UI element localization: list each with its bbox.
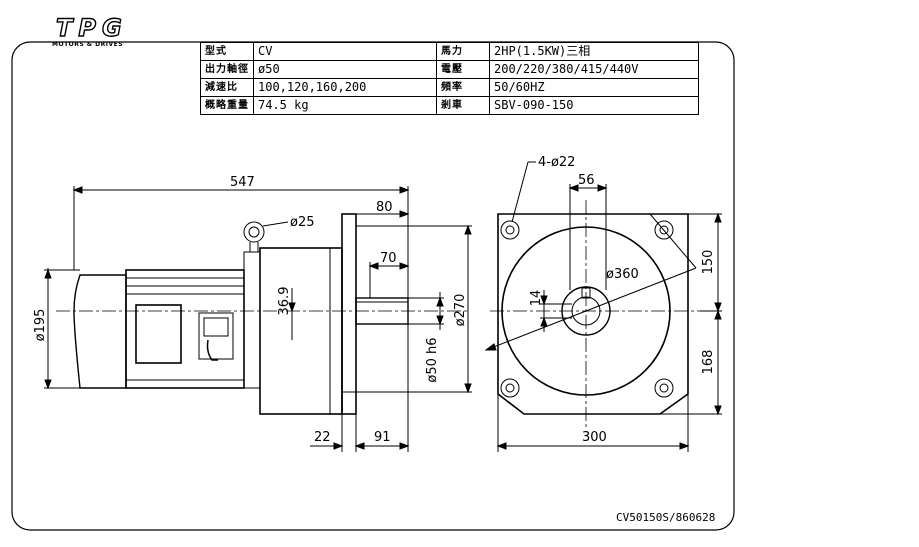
dim-motor-diameter: ø195 bbox=[33, 309, 48, 342]
logo-brand: TPG bbox=[56, 14, 128, 42]
dim-shaft-offset: 36.9 bbox=[277, 287, 292, 316]
spec-row: 概略重量 74.5 kg 剎車 SBV-090-150 bbox=[200, 96, 699, 115]
spec-value: 100,120,160,200 bbox=[253, 78, 437, 97]
dim-flange-projection: 91 bbox=[374, 430, 391, 445]
side-view bbox=[44, 186, 472, 452]
spec-table: 型式 CV 馬力 2HP(1.5KW)三相 出力軸徑 ø50 電壓 200/22… bbox=[200, 42, 699, 115]
spec-row: 出力軸徑 ø50 電壓 200/220/380/415/440V bbox=[200, 60, 699, 79]
spec-label: 概略重量 bbox=[200, 96, 254, 115]
dim-lower-height: 168 bbox=[701, 350, 716, 375]
dim-key-width: 56 bbox=[578, 173, 595, 188]
dim-pitch-circle: ø360 bbox=[606, 267, 639, 282]
logo-tagline: MOTORS & DRIVES bbox=[52, 41, 124, 48]
spec-value: SBV-090-150 bbox=[489, 96, 699, 115]
dim-flange-to-shaft: 80 bbox=[376, 200, 393, 215]
front-view bbox=[484, 161, 722, 452]
dim-overall-length: 547 bbox=[230, 175, 255, 190]
dim-upper-height: 150 bbox=[701, 250, 716, 275]
dim-key-height: 14 bbox=[529, 290, 544, 307]
sheet-border bbox=[11, 41, 735, 531]
dim-flange-thickness: 22 bbox=[314, 430, 331, 445]
spec-value: 2HP(1.5KW)三相 bbox=[489, 42, 699, 61]
dim-eyebolt: ø25 bbox=[290, 215, 315, 230]
spec-label: 剎車 bbox=[436, 96, 490, 115]
spec-row: 減速比 100,120,160,200 頻率 50/60HZ bbox=[200, 78, 699, 97]
spec-label: 出力軸徑 bbox=[200, 60, 254, 79]
document-number: CV50150S/860628 bbox=[616, 511, 716, 524]
spec-label: 減速比 bbox=[200, 78, 254, 97]
spec-row: 型式 CV 馬力 2HP(1.5KW)三相 bbox=[200, 42, 699, 61]
spec-value: CV bbox=[253, 42, 437, 61]
dim-shaft-diameter: ø50 h6 bbox=[425, 337, 440, 382]
spec-label: 馬力 bbox=[436, 42, 490, 61]
spec-value: 74.5 kg bbox=[253, 96, 437, 115]
dim-base-width: 300 bbox=[582, 430, 607, 445]
tpg-logo: TPG bbox=[55, 13, 128, 42]
spec-label: 頻率 bbox=[436, 78, 490, 97]
spec-value: ø50 bbox=[253, 60, 437, 79]
spec-value: 50/60HZ bbox=[489, 78, 699, 97]
spec-label: 電壓 bbox=[436, 60, 490, 79]
dim-housing-diameter: ø270 bbox=[453, 294, 468, 327]
dim-mounting-holes: 4-ø22 bbox=[538, 155, 575, 170]
spec-value: 200/220/380/415/440V bbox=[489, 60, 699, 79]
spec-label: 型式 bbox=[200, 42, 254, 61]
dim-shaft-length: 70 bbox=[380, 251, 397, 266]
